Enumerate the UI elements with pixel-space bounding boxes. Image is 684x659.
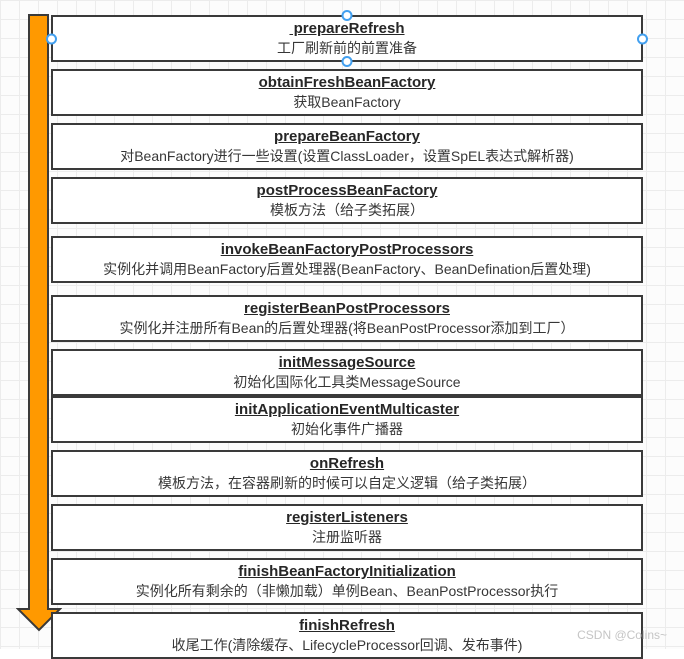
flow-step[interactable]: prepareRefresh 工厂刷新前的前置准备 [46,10,648,67]
flow-direction-arrow[interactable] [16,14,62,634]
selection-handle-bottom[interactable] [341,56,353,67]
step-description: 收尾工作(清除缓存、LifecycleProcessor回调、发布事件) [171,637,523,653]
flow-step[interactable]: registerBeanPostProcessors 实例化并注册所有Bean的… [51,295,643,342]
flow-step[interactable]: finishRefresh 收尾工作(清除缓存、LifecycleProcess… [51,612,643,659]
step-method-name: postProcessBeanFactory [256,182,438,199]
step-description: 对BeanFactory进行一些设置(设置ClassLoader，设置SpEL表… [120,148,574,164]
flow-step[interactable]: postProcessBeanFactory 模板方法（给子类拓展） [51,177,643,224]
step-method-name: prepareBeanFactory [274,128,420,145]
flow-step[interactable]: initMessageSource 初始化国际化工具类MessageSource [51,349,643,396]
step-description: 模板方法，在容器刷新的时候可以自定义逻辑（给子类拓展） [158,475,536,491]
step-method-name: initMessageSource [278,354,416,371]
selection-handle-left[interactable] [46,33,57,44]
step-method-name: registerListeners [286,509,408,526]
flow-step[interactable]: finishBeanFactoryInitialization 实例化所有剩余的… [51,558,643,605]
step-description: 初始化国际化工具类MessageSource [233,374,461,390]
step-method-name: finishBeanFactoryInitialization [238,563,456,580]
step-description: 实例化所有剩余的（非懒加载）单例Bean、BeanPostProcessor执行 [135,583,559,599]
step-method-name: invokeBeanFactoryPostProcessors [220,241,474,258]
flow-step[interactable]: onRefresh 模板方法，在容器刷新的时候可以自定义逻辑（给子类拓展） [51,450,643,497]
selection-handle-right[interactable] [637,33,648,44]
step-description: 初始化事件广播器 [291,421,403,437]
step-method-name: registerBeanPostProcessors [244,300,450,317]
step-description: 注册监听器 [312,529,382,545]
step-method-name: finishRefresh [299,617,395,634]
flow-step[interactable]: obtainFreshBeanFactory 获取BeanFactory [51,69,643,116]
flow-step[interactable]: prepareBeanFactory 对BeanFactory进行一些设置(设置… [51,123,643,170]
step-description: 获取BeanFactory [293,94,401,110]
step-description: 实例化并调用BeanFactory后置处理器(BeanFactory、BeanD… [103,261,591,277]
step-method-name: onRefresh [309,455,385,472]
step-description: 工厂刷新前的前置准备 [277,40,417,56]
flow-step[interactable]: initApplicationEventMulticaster 初始化事件广播器 [51,396,643,443]
flow-step[interactable]: registerListeners 注册监听器 [51,504,643,551]
down-arrow-shape [16,14,62,632]
flow-step[interactable]: invokeBeanFactoryPostProcessors 实例化并调用Be… [51,236,643,283]
selection-handle-top[interactable] [341,10,353,21]
step-method-name: prepareRefresh [289,20,405,37]
step-method-name: initApplicationEventMulticaster [234,401,460,418]
step-description: 实例化并注册所有Bean的后置处理器(将BeanPostProcessor添加到… [119,320,575,336]
step-method-name: obtainFreshBeanFactory [258,74,436,91]
flow-step-list: prepareRefresh 工厂刷新前的前置准备 obtainFreshBea… [46,10,648,659]
watermark: CSDN @Colins~ [577,628,667,642]
step-description: 模板方法（给子类拓展） [270,202,424,218]
